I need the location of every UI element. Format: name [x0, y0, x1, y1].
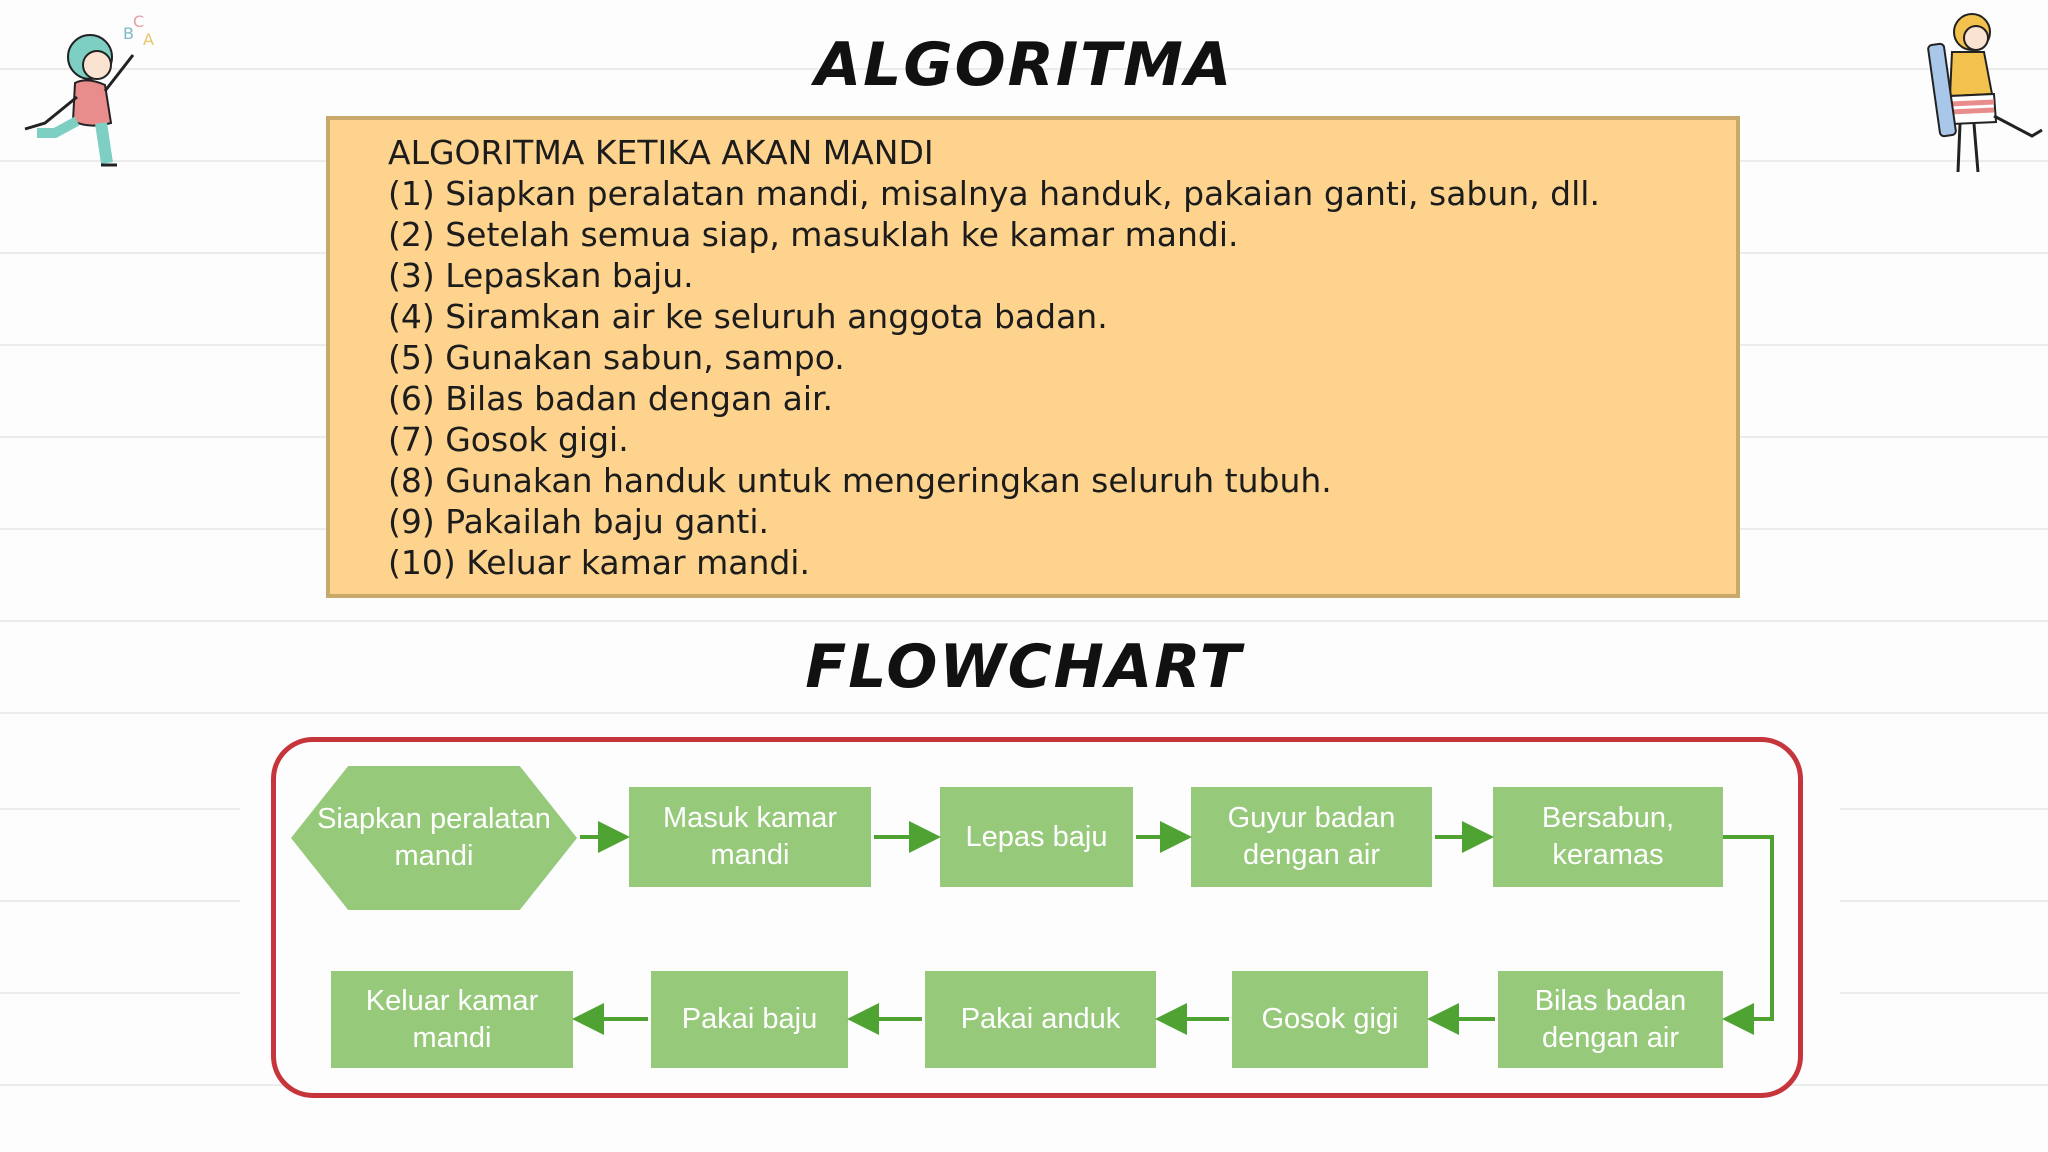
algorithm-step: (2) Setelah semua siap, masuklah ke kama… [388, 214, 1716, 255]
algorithm-heading: ALGORITMA KETIKA AKAN MANDI [388, 132, 1716, 173]
algorithm-title: ALGORITMA [0, 30, 2048, 100]
svg-text:C: C [133, 12, 144, 31]
flow-step-end: Keluar kamar mandi [331, 971, 573, 1068]
flow-step: Bilas badan dengan air [1498, 971, 1723, 1068]
algorithm-step: (4) Siramkan air ke seluruh anggota bada… [388, 296, 1716, 337]
flow-step: Lepas baju [940, 787, 1133, 887]
flow-step-start: Siapkan peralatan mandi [291, 766, 577, 910]
algorithm-step: (3) Lepaskan baju. [388, 255, 1716, 296]
algorithm-step: (6) Bilas badan dengan air. [388, 378, 1716, 419]
algorithm-step: (5) Gunakan sabun, sampo. [388, 337, 1716, 378]
flow-step: Masuk kamar mandi [629, 787, 871, 887]
flow-step: Pakai anduk [925, 971, 1156, 1068]
algorithm-box: ALGORITMA KETIKA AKAN MANDI (1) Siapkan … [326, 116, 1740, 598]
algorithm-step: (8) Gunakan handuk untuk mengeringkan se… [388, 460, 1716, 501]
flowchart-title: FLOWCHART [0, 632, 2048, 702]
flow-step: Bersabun, keramas [1493, 787, 1723, 887]
algorithm-step: (10) Keluar kamar mandi. [388, 542, 1716, 583]
algorithm-steps: ALGORITMA KETIKA AKAN MANDI (1) Siapkan … [388, 132, 1716, 583]
flow-step: Gosok gigi [1232, 971, 1428, 1068]
flow-step: Guyur badan dengan air [1191, 787, 1432, 887]
algorithm-step: (9) Pakailah baju ganti. [388, 501, 1716, 542]
algorithm-step: (1) Siapkan peralatan mandi, misalnya ha… [388, 173, 1716, 214]
flow-step: Pakai baju [651, 971, 848, 1068]
algorithm-step: (7) Gosok gigi. [388, 419, 1716, 460]
